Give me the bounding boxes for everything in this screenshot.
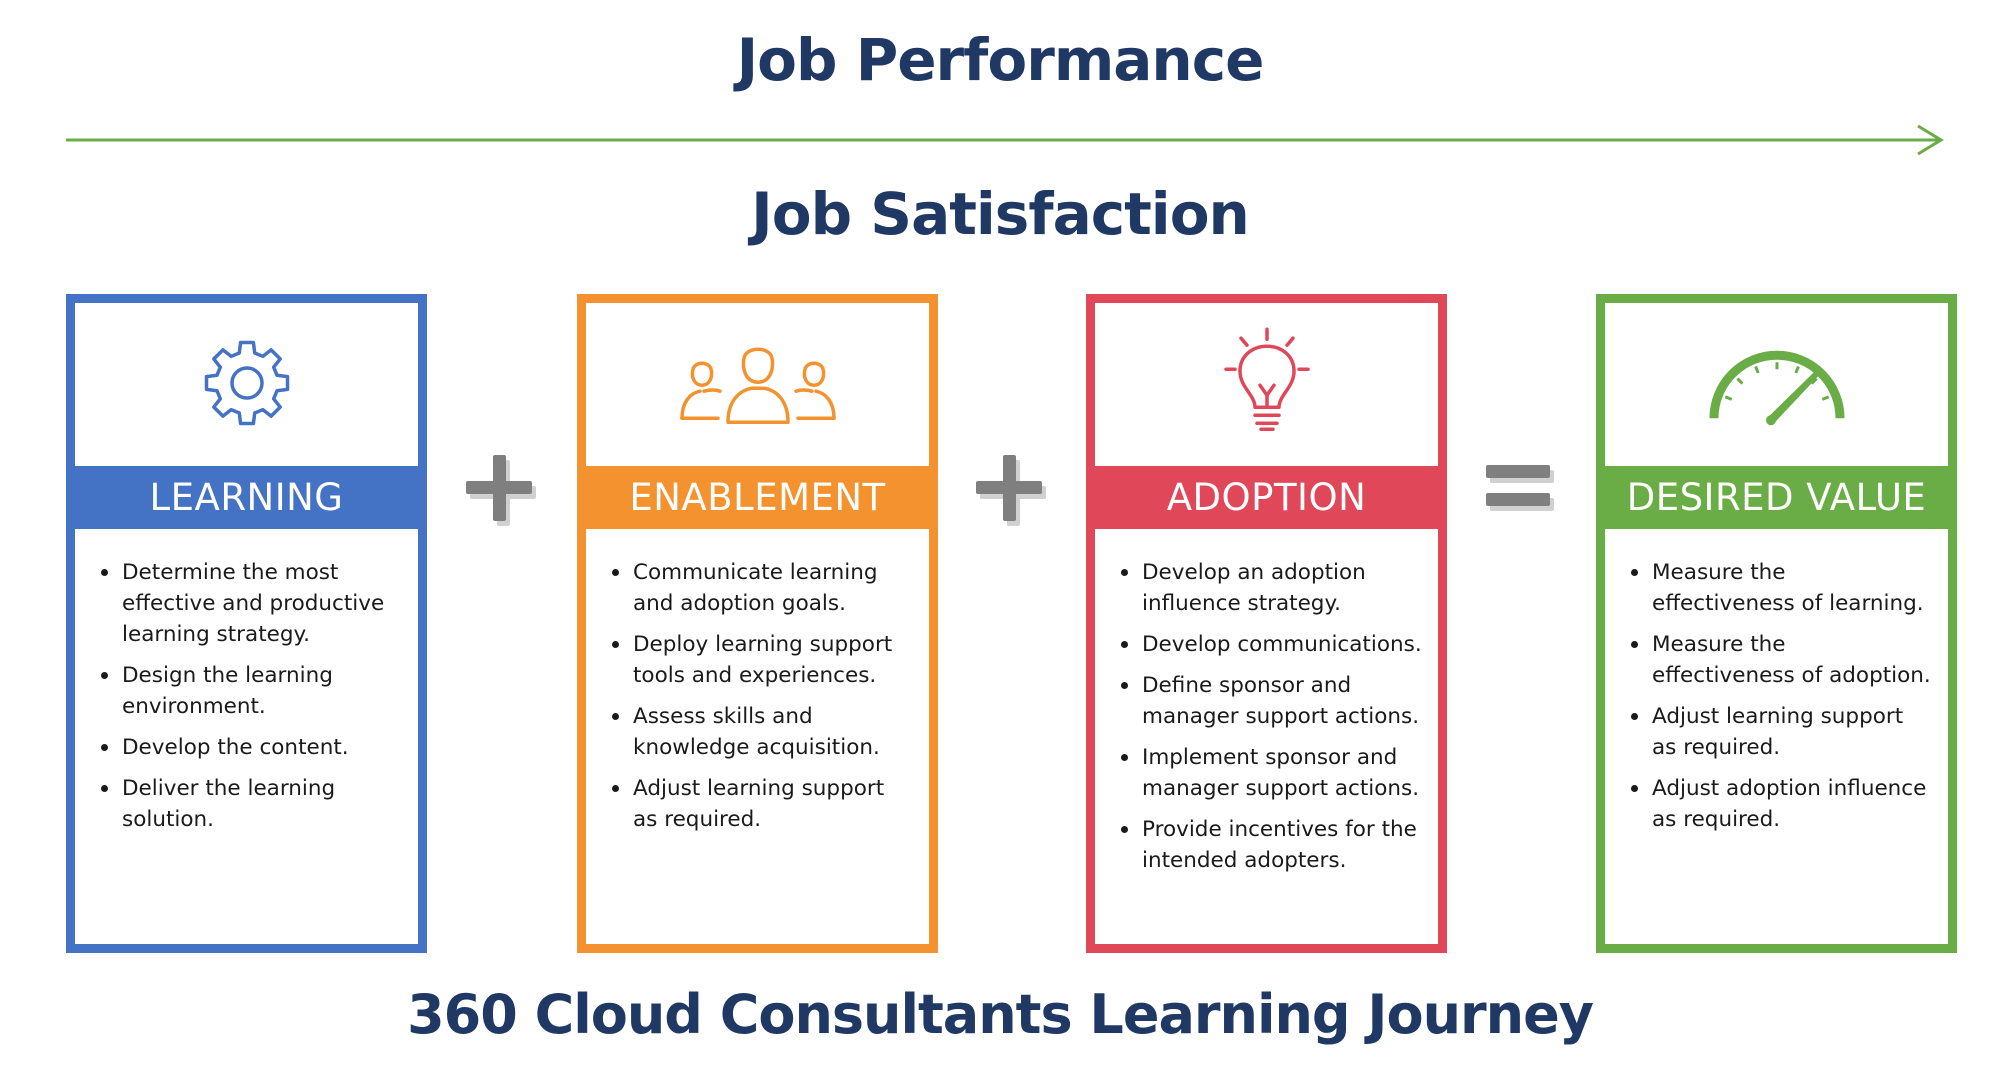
speedometer-icon: [1709, 350, 1844, 425]
list-item: Define sponsor and manager support actio…: [1121, 670, 1422, 732]
enablement-icon-area: [586, 303, 929, 466]
learning-icon-area: [75, 303, 418, 466]
gauge-tick: [1735, 377, 1743, 385]
enablement-card: ENABLEMENT Communicate learning and adop…: [577, 294, 938, 953]
job-performance-title: Job Performance: [736, 26, 1265, 94]
plus-icon: [976, 455, 1046, 526]
list-item: Develop the content.: [101, 732, 402, 763]
desired-value-bullet-list: Measure the effectiveness of learning. M…: [1605, 557, 1948, 845]
gauge-tick: [1753, 365, 1760, 373]
list-item: Implement sponsor and manager support ac…: [1121, 742, 1422, 804]
job-satisfaction-title: Job Satisfaction: [751, 180, 1250, 248]
gauge-tick: [1724, 394, 1732, 401]
list-item: Measure the effectiveness of learning.: [1631, 557, 1932, 619]
gauge-tick: [1821, 394, 1829, 401]
desired-value-header: DESIRED VALUE: [1605, 466, 1948, 529]
list-item: Provide incentives for the intended adop…: [1121, 814, 1422, 876]
desired-value-icon-area: [1605, 303, 1948, 466]
list-item: Develop an adoption influence strategy.: [1121, 557, 1422, 619]
list-item: Design the learning environment.: [101, 660, 402, 722]
list-item: Deliver the learning solution.: [101, 773, 402, 835]
adoption-bullet-list: Develop an adoption influence strategy. …: [1095, 557, 1438, 886]
list-item: Adjust adoption influence as required.: [1631, 773, 1932, 835]
list-item: Develop communications.: [1121, 629, 1422, 660]
plus-icon: [466, 455, 536, 526]
desired-value-card: DESIRED VALUE Measure the effectiveness …: [1596, 294, 1957, 953]
enablement-header: ENABLEMENT: [586, 466, 929, 529]
progress-arrow: [66, 124, 1944, 156]
equals-icon: [1486, 465, 1554, 511]
learning-card: LEARNING Determine the most effective an…: [66, 294, 427, 953]
adoption-header: ADOPTION: [1095, 466, 1438, 529]
list-item: Adjust learning support as required.: [1631, 701, 1932, 763]
learning-header: LEARNING: [75, 466, 418, 529]
enablement-bullet-list: Communicate learning and adoption goals.…: [586, 557, 929, 845]
list-item: Assess skills and knowledge acquisition.: [612, 701, 913, 763]
lightbulb-icon: [1223, 326, 1310, 431]
gauge-tick: [1793, 365, 1800, 373]
list-item: Deploy learning support tools and experi…: [612, 629, 913, 691]
gauge-tick: [1810, 377, 1818, 385]
list-item: Determine the most effective and product…: [101, 557, 402, 650]
adoption-card: ADOPTION Develop an adoption influence s…: [1086, 294, 1447, 953]
learning-journey-title: 360 Cloud Consultants Learning Journey: [407, 983, 1594, 1046]
people-group-icon: [679, 346, 836, 424]
learning-bullet-list: Determine the most effective and product…: [75, 557, 418, 845]
gear-icon: [204, 340, 289, 425]
list-item: Adjust learning support as required.: [612, 773, 913, 835]
adoption-icon-area: [1095, 303, 1438, 466]
list-item: Communicate learning and adoption goals.: [612, 557, 913, 619]
list-item: Measure the effectiveness of adoption.: [1631, 629, 1932, 691]
